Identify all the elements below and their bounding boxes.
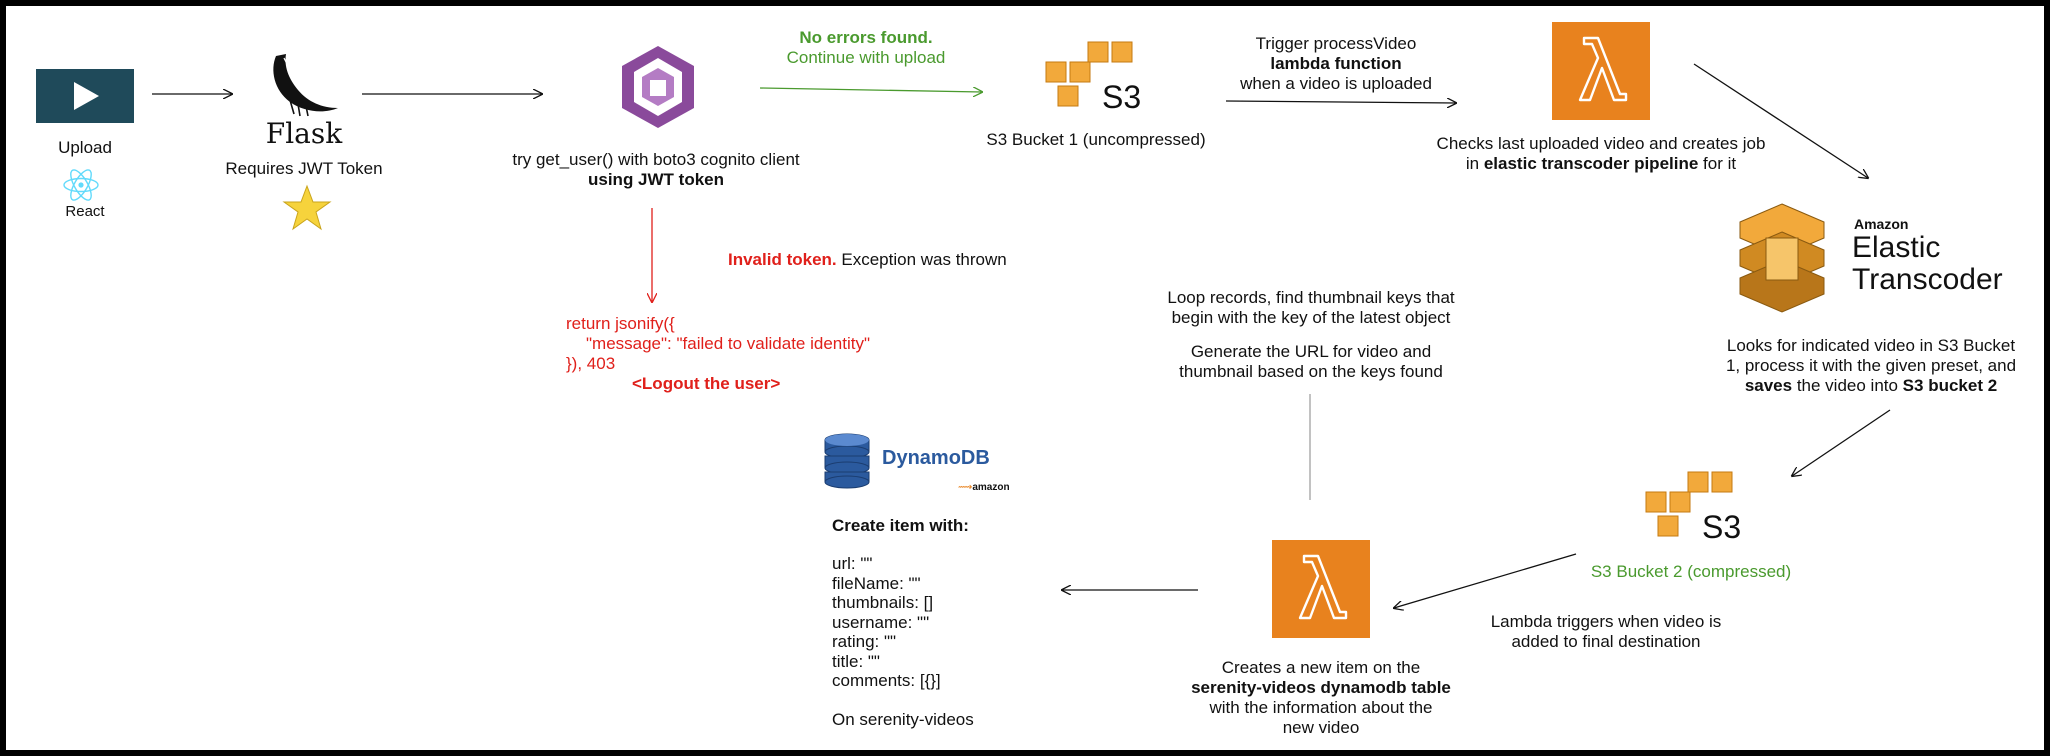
- loop-note-line1: Loop records, find thumbnail keys that: [1167, 288, 1455, 307]
- dynamodb-amazon-badge: ⟿amazon: [958, 482, 1010, 493]
- lambda2-caption-line1: Creates a new item on the: [1221, 658, 1421, 677]
- dynamodb-field: comments: [{}]: [832, 671, 941, 690]
- loop-note-line2: begin with the key of the latest object: [1171, 308, 1451, 327]
- lambda1-caption-bold: elastic transcoder pipeline: [1483, 154, 1699, 173]
- arrow-cognito-to-s3: [759, 88, 982, 92]
- error-message: Invalid token. Exception was thrown: [728, 250, 1007, 270]
- lambda2-caption-line2: serenity-videos dynamodb table: [1191, 678, 1451, 697]
- cognito-caption-line1: try get_user() with boto3 cognito client: [512, 150, 800, 169]
- react-label: React: [65, 203, 105, 220]
- dynamodb-amazon-text: amazon: [972, 482, 1010, 493]
- dynamodb-icon: [822, 432, 872, 490]
- dynamodb-logo-text: DynamoDB: [882, 447, 990, 469]
- lambda2-caption-line3: with the information about the: [1209, 698, 1433, 717]
- transcoder-brand-line2: Transcoder: [1852, 263, 2003, 296]
- cognito-icon: [618, 44, 698, 130]
- success-title: No errors found.: [799, 28, 933, 47]
- upload-label: Upload: [58, 138, 112, 157]
- dynamodb-field: fileName: "": [832, 573, 921, 593]
- flask-caption: Requires JWT Token: [225, 159, 383, 178]
- dynamodb-title: Create item with:: [832, 516, 969, 535]
- lambda1-caption-line1: Checks last uploaded video and creates j…: [1436, 134, 1766, 153]
- trigger-line3: when a video is uploaded: [1240, 74, 1432, 93]
- dynamodb-field: url: "": [832, 554, 873, 573]
- lambda-icon: [1552, 22, 1650, 120]
- lambda-trigger-note-line2: added to final destination: [1511, 632, 1701, 651]
- s3-bucket2-label: S3 Bucket 2 (compressed): [1590, 562, 1792, 581]
- dynamodb-field: thumbnails: []: [832, 593, 934, 612]
- error-code-line3: }), 403: [566, 354, 616, 373]
- lambda1-caption-pre: in: [1465, 154, 1484, 173]
- loop-note-line3: Generate the URL for video and: [1190, 342, 1432, 361]
- s3-icon: S3: [1042, 36, 1152, 118]
- play-icon: [36, 69, 134, 123]
- transcoder-caption-mid: the video into: [1792, 376, 1903, 395]
- lambda-trigger-note-line1: Lambda triggers when video is: [1490, 612, 1722, 631]
- cognito-caption-line2: using JWT token: [588, 170, 724, 189]
- error-title: Invalid token.: [728, 250, 837, 269]
- lambda1-caption-post: for it: [1698, 154, 1737, 173]
- transcoder-caption-line2: 1, process it with the given preset, and: [1725, 356, 2017, 375]
- lambda2-icon: [1272, 540, 1370, 638]
- transcoder-brand-line1: Elastic: [1852, 231, 1941, 264]
- transcoder-caption-line3: saves the video into S3 bucket 2: [1706, 376, 2036, 396]
- svg-text:S3: S3: [1702, 509, 1741, 545]
- lambda1-caption-line2: in elastic transcoder pipeline for it: [1426, 154, 1776, 174]
- s3-bucket1-label: S3 Bucket 1 (uncompressed): [986, 130, 1206, 149]
- star-icon: [282, 184, 332, 232]
- react-icon: [61, 167, 101, 203]
- transcoder-caption-bold1: saves: [1744, 376, 1793, 395]
- trigger-line1: Trigger processVideo: [1255, 34, 1417, 53]
- dynamodb-field: rating: "": [832, 632, 897, 651]
- flask-logo-text: Flask: [265, 117, 343, 150]
- error-code-line1: return jsonify({: [566, 314, 675, 333]
- error-code-line2: "message": "failed to validate identity": [586, 334, 871, 353]
- logout-label: <Logout the user>: [632, 374, 781, 393]
- diagram-canvas: Upload React Flask Requires JWT Token: [6, 6, 2044, 750]
- elastic-transcoder-icon: [1732, 202, 1832, 316]
- transcoder-caption-line1: Looks for indicated video in S3 Bucket: [1726, 336, 2016, 355]
- flask-icon: [264, 50, 344, 120]
- error-title-rest: Exception was thrown: [836, 250, 1007, 269]
- arrow-lambda-to-transcoder: [1693, 63, 1868, 178]
- connectors: [152, 63, 1891, 750]
- arrow-s3-to-lambda: [1225, 101, 1456, 103]
- arrow-transcoder-to-s3b2: [1792, 409, 1891, 476]
- lambda2-caption-line4: new video: [1282, 718, 1360, 737]
- s3-bucket2-icon: S3: [1642, 466, 1752, 548]
- transcoder-brand-small: Amazon: [1854, 216, 1909, 232]
- transcoder-caption-bold2: S3 bucket 2: [1902, 376, 1998, 395]
- dynamodb-field: username: "": [832, 612, 930, 632]
- dynamodb-field: title: "": [832, 651, 880, 671]
- arrow-s3b2-to-lambda2: [1394, 553, 1577, 608]
- svg-text:S3: S3: [1102, 79, 1141, 115]
- dynamodb-footer: On serenity-videos: [832, 710, 974, 729]
- success-subtitle: Continue with upload: [786, 48, 946, 67]
- loop-note-line4: thumbnail based on the keys found: [1179, 362, 1443, 381]
- trigger-line2: lambda function: [1270, 54, 1402, 73]
